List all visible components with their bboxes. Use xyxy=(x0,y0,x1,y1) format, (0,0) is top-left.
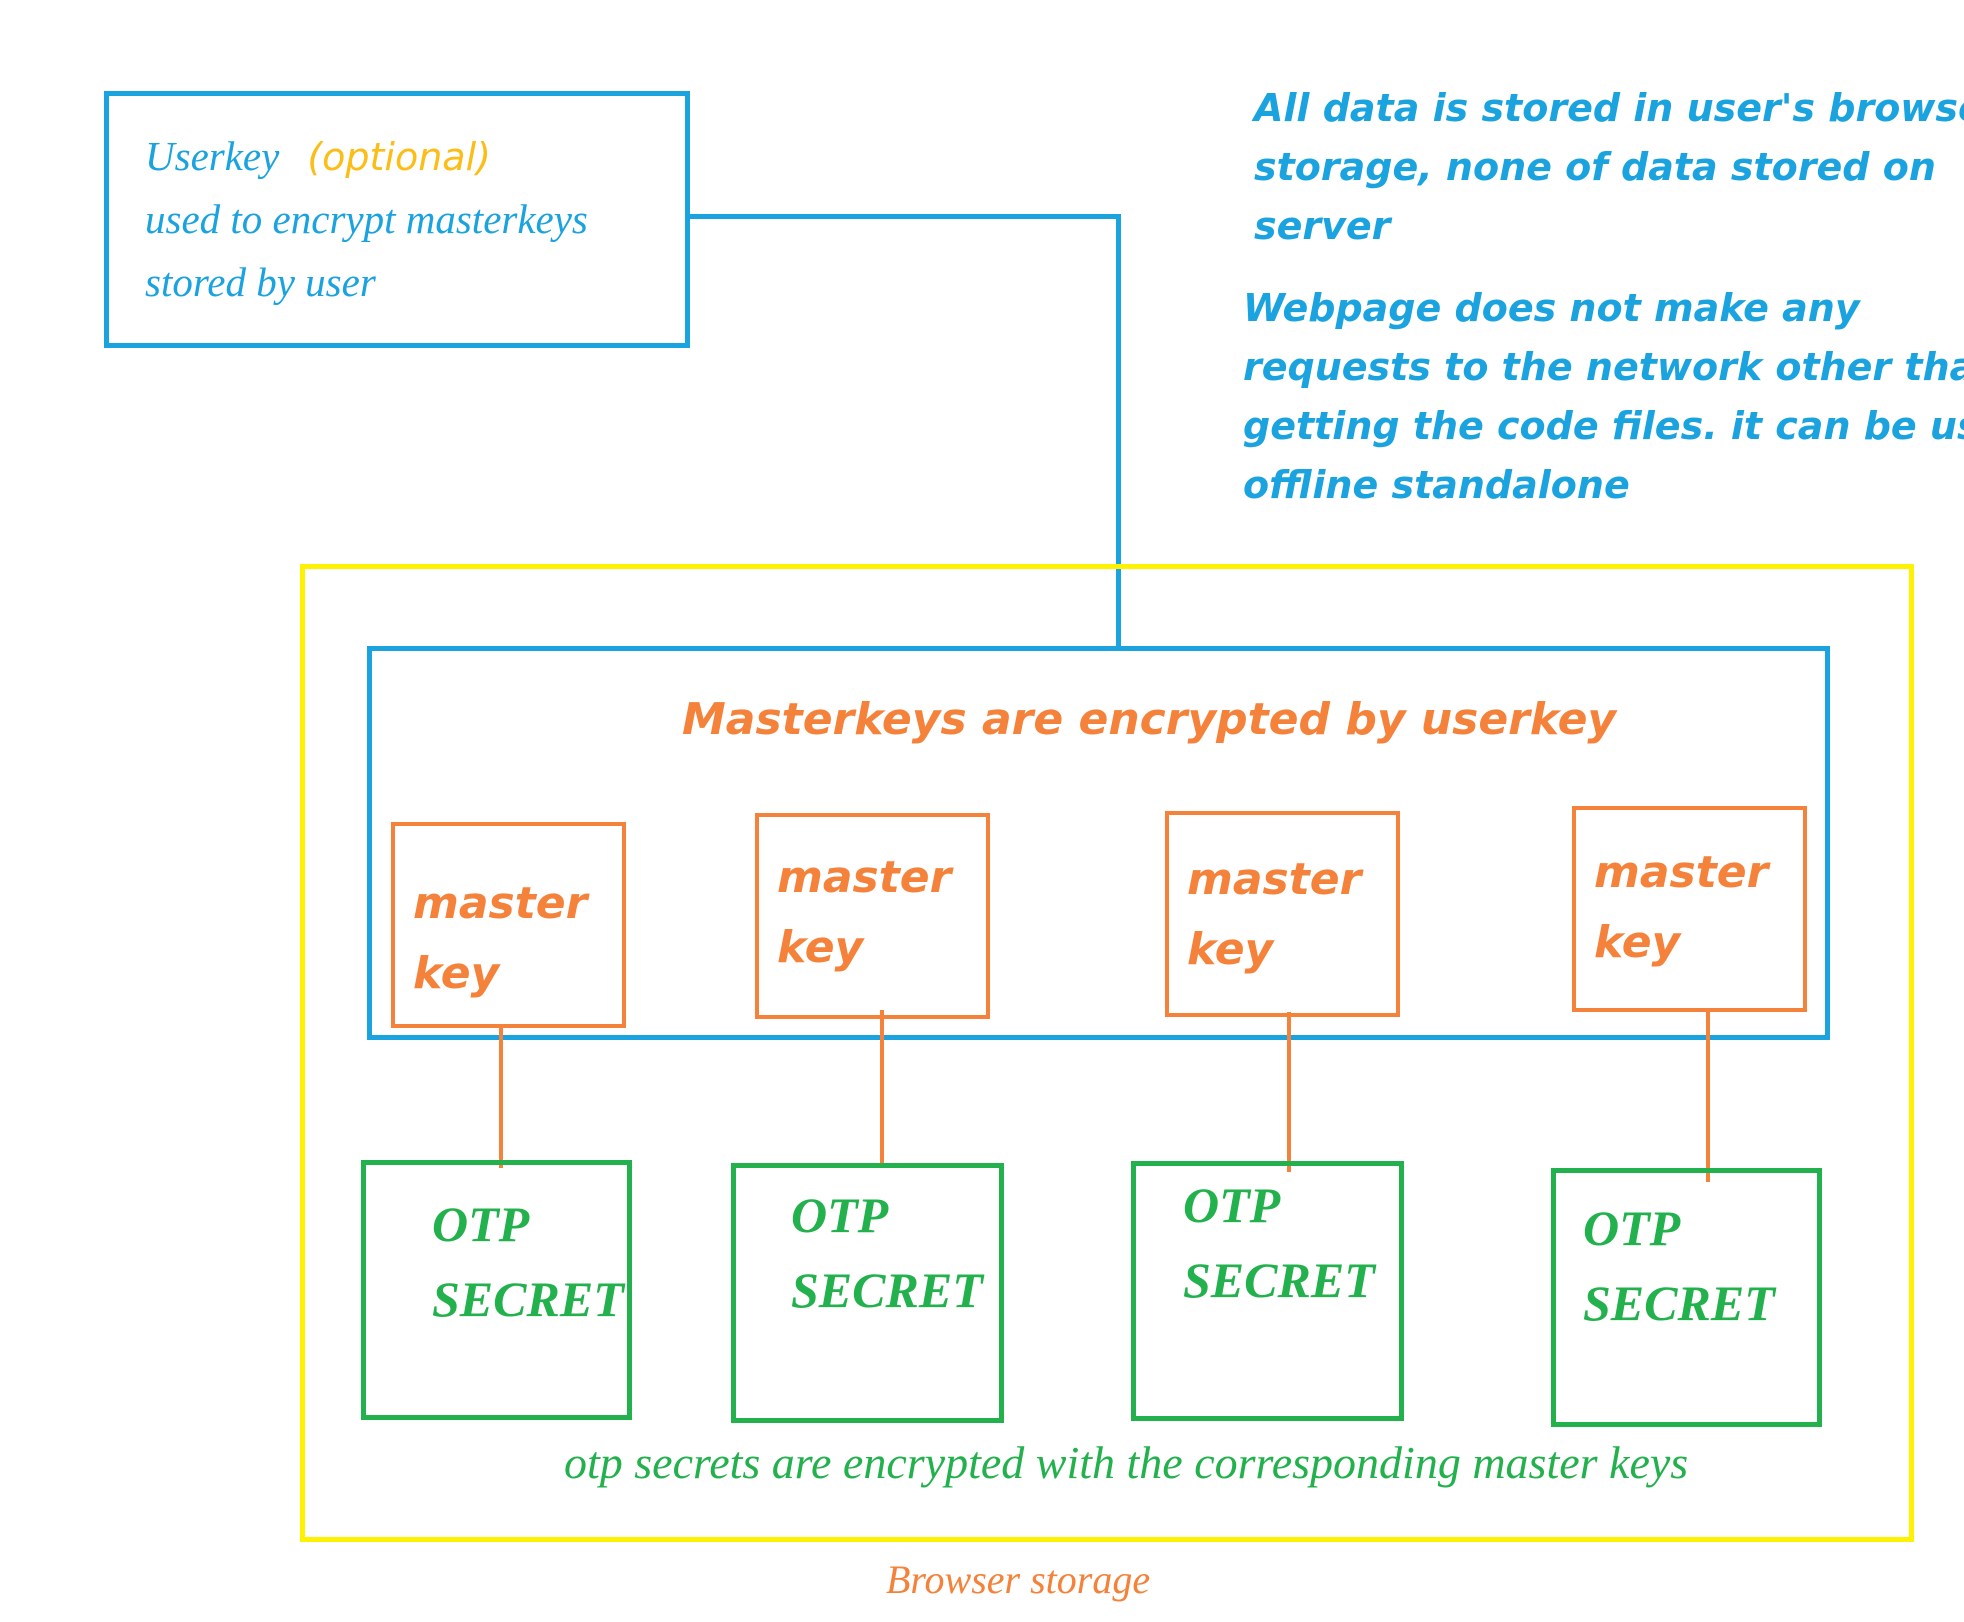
network-note-line-2: requests to the network other than xyxy=(1243,345,1964,389)
master-key-box: master key xyxy=(1165,811,1400,1017)
otp-secret-label-line-1: OTP xyxy=(432,1196,530,1252)
master-to-otp-connector xyxy=(1706,1008,1710,1182)
otp-secret-label-line-2: SECRET xyxy=(1583,1275,1775,1331)
userkey-description-line-1: used to encrypt masterkeys xyxy=(145,196,588,242)
otp-secrets-caption: otp secrets are encrypted with the corre… xyxy=(564,1437,1689,1488)
master-to-otp-connector xyxy=(880,1010,884,1166)
storage-note-line-1: All data is stored in user's browser xyxy=(1254,86,1964,130)
master-key-label-line-2: key xyxy=(413,948,500,999)
master-key-label-line-1: master xyxy=(1594,847,1769,898)
master-key-label-line-2: key xyxy=(777,922,864,973)
userkey-title-line: Userkey (optional) xyxy=(145,132,491,180)
master-to-otp-connector xyxy=(499,1026,503,1168)
master-key-label-line-2: key xyxy=(1594,917,1681,968)
browser-storage-label: Browser storage xyxy=(886,1557,1151,1602)
otp-secret-label-line-1: OTP xyxy=(791,1187,889,1243)
masterkeys-container xyxy=(367,646,1830,1040)
storage-note-line-2: storage, none of data stored on xyxy=(1254,145,1936,189)
userkey-optional: (optional) xyxy=(307,135,491,179)
userkey-title: Userkey xyxy=(145,133,280,179)
userkey-box: Userkey (optional) used to encrypt master… xyxy=(104,91,690,348)
otp-secret-label-line-2: SECRET xyxy=(791,1262,983,1318)
network-note-line-3: getting the code files. it can be used xyxy=(1243,404,1964,448)
browser-storage-box xyxy=(300,564,1914,1542)
master-key-label-line-2: key xyxy=(1187,924,1274,975)
network-note: Webpage does not make any requests to th… xyxy=(1243,279,1964,515)
master-key-label-line-1: master xyxy=(413,878,588,929)
storage-note-line-3: server xyxy=(1254,204,1391,248)
network-note-line-1: Webpage does not make any xyxy=(1243,286,1860,330)
userkey-connector-horizontal xyxy=(690,214,1120,219)
master-key-box: master key xyxy=(755,813,990,1019)
otp-secret-box: OTP SECRET xyxy=(731,1163,1004,1423)
userkey-connector-vertical xyxy=(1116,214,1121,650)
network-note-line-4: offline standalone xyxy=(1243,463,1630,507)
otp-secret-label-line-1: OTP xyxy=(1183,1177,1281,1233)
master-key-label-line-1: master xyxy=(1187,854,1362,905)
master-key-box: master key xyxy=(1572,806,1807,1012)
otp-secret-box: OTP SECRET xyxy=(1551,1168,1822,1427)
masterkeys-heading: Masterkeys are encrypted by userkey xyxy=(682,694,1617,745)
otp-secret-box: OTP SECRET xyxy=(1131,1161,1404,1421)
otp-secret-label-line-1: OTP xyxy=(1583,1200,1681,1256)
userkey-description-line-2: stored by user xyxy=(145,259,376,305)
otp-secret-label-line-2: SECRET xyxy=(432,1271,624,1327)
storage-note: All data is stored in user's browser sto… xyxy=(1254,79,1964,256)
master-key-label-line-1: master xyxy=(777,852,952,903)
master-key-box: master key xyxy=(391,822,626,1028)
otp-secret-label-line-2: SECRET xyxy=(1183,1252,1375,1308)
master-to-otp-connector xyxy=(1287,1012,1291,1172)
otp-secret-box: OTP SECRET xyxy=(361,1160,632,1420)
